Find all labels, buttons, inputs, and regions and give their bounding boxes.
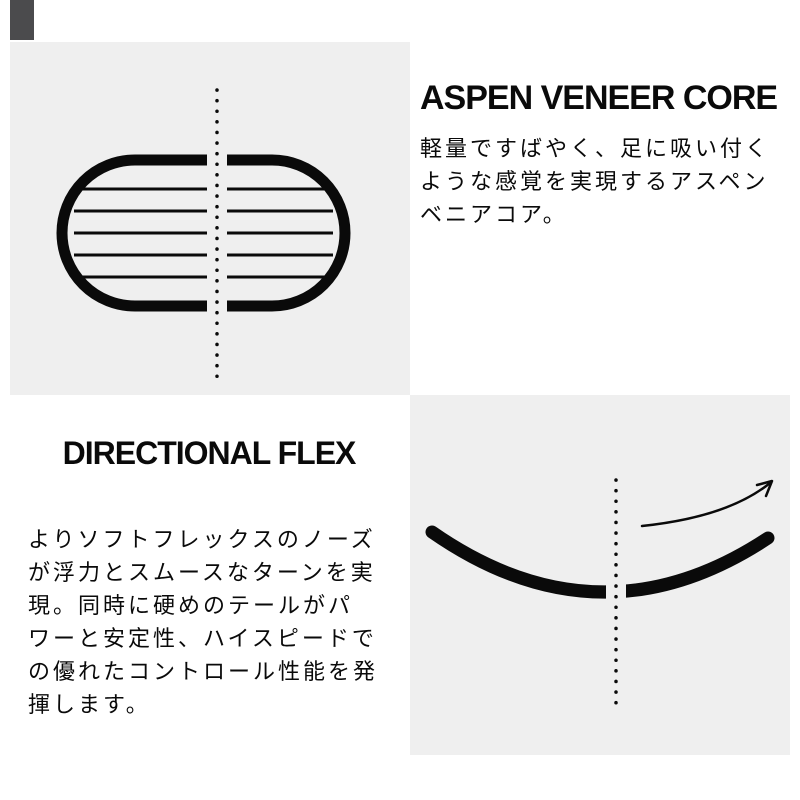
core-illustration-panel [10, 42, 410, 395]
flex-section: DIRECTIONAL FLEX よりソフトフレックスのノーズ が浮力とスムース… [28, 435, 390, 721]
profile-center-gap [606, 545, 626, 635]
flex-arrow-icon [640, 479, 774, 528]
snowboard-core-cross-section-icon [56, 88, 351, 384]
board-profile-curve-icon [425, 525, 775, 599]
core-grain-lines-icon [74, 187, 333, 279]
core-title: ASPEN VENEER CORE [420, 79, 778, 117]
flex-illustration-panel [410, 395, 790, 755]
core-center-gap [207, 148, 227, 318]
flex-description: よりソフトフレックスのノーズ が浮力とスムースなターンを実 現。同時に硬めのテー… [28, 527, 379, 718]
corner-tab [10, 0, 34, 40]
flex-title: DIRECTIONAL FLEX [62, 435, 357, 471]
core-description: 軽量ですばやく、足に吸い付く ような感覚を実現するアスペン ベニアコア。 [420, 136, 771, 228]
snowboard-flex-profile-icon [425, 478, 775, 705]
core-outline-icon [56, 154, 351, 312]
core-section: ASPEN VENEER CORE 軽量ですばやく、足に吸い付く ような感覚を実… [420, 79, 792, 231]
